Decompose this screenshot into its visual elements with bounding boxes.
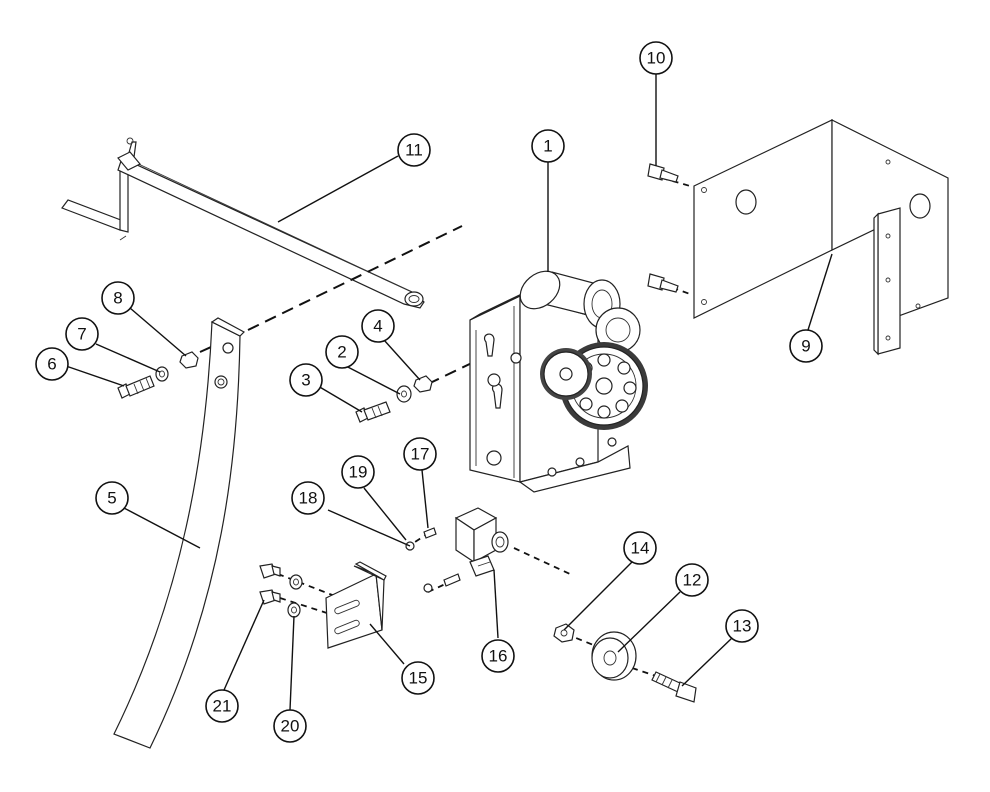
- arm-washer-7: [155, 366, 169, 382]
- svg-text:12: 12: [683, 571, 702, 590]
- roller-wheel-12: [591, 631, 637, 681]
- switch-screw-small: [423, 573, 461, 593]
- svg-text:17: 17: [411, 445, 430, 464]
- svg-text:5: 5: [107, 489, 116, 508]
- crank-handle-shaft: [61, 137, 425, 309]
- callout-18: 18: [291, 481, 325, 515]
- svg-text:20: 20: [281, 717, 300, 736]
- svg-text:11: 11: [405, 141, 423, 160]
- svg-text:6: 6: [47, 355, 56, 374]
- curved-arm-bar: [113, 317, 245, 749]
- callout-1: 1: [531, 129, 565, 163]
- limit-switch: [454, 507, 509, 577]
- svg-text:2: 2: [337, 343, 346, 362]
- gearbox-nut-4: [413, 375, 433, 393]
- callout-8: 8: [101, 281, 135, 315]
- winch-gearbox-assembly: [469, 270, 648, 493]
- callout-2: 2: [325, 335, 359, 369]
- svg-text:19: 19: [349, 463, 368, 482]
- bracket-bolts: [647, 163, 679, 293]
- svg-text:13: 13: [733, 617, 752, 636]
- callout-9: 9: [789, 329, 823, 363]
- svg-text:21: 21: [213, 697, 232, 716]
- svg-text:10: 10: [647, 49, 666, 68]
- svg-text:8: 8: [113, 289, 122, 308]
- svg-text:16: 16: [489, 647, 508, 666]
- svg-text:7: 7: [77, 325, 86, 344]
- callout-4: 4: [361, 309, 395, 343]
- callout-17: 17: [403, 437, 437, 471]
- arm-bolt-6: [117, 375, 155, 399]
- leader-lines: [65, 74, 833, 711]
- gearbox-bolt-3: [355, 401, 391, 423]
- callout-13: 13: [725, 609, 759, 643]
- svg-text:15: 15: [409, 669, 428, 688]
- svg-text:14: 14: [631, 539, 650, 558]
- roller-bolt-13: [651, 671, 697, 703]
- callout-20: 20: [273, 709, 307, 743]
- callout-11: 11: [397, 133, 431, 167]
- switch-bracket: [325, 561, 387, 649]
- mounting-bracket: [693, 119, 949, 356]
- svg-text:4: 4: [373, 317, 382, 336]
- callout-14: 14: [623, 531, 657, 565]
- callout-6: 6: [35, 347, 69, 381]
- callout-16: 16: [481, 639, 515, 673]
- callout-10: 10: [639, 41, 673, 75]
- callout-3: 3: [289, 363, 323, 397]
- gearbox-washer-2: [396, 385, 412, 403]
- roller-nut-14: [553, 623, 575, 643]
- callout-21: 21: [205, 689, 239, 723]
- switch-screw-17: [423, 527, 437, 539]
- callout-7: 7: [65, 317, 99, 351]
- bracket-washer-20: [287, 574, 303, 618]
- arm-nut-8: [179, 351, 199, 369]
- svg-text:1: 1: [543, 137, 552, 156]
- callout-5: 5: [95, 481, 129, 515]
- svg-text:18: 18: [299, 489, 318, 508]
- callout-15: 15: [401, 661, 435, 695]
- svg-text:3: 3: [301, 371, 310, 390]
- bracket-bolt-21: [259, 563, 281, 605]
- svg-text:9: 9: [801, 337, 810, 356]
- callout-19: 19: [341, 455, 375, 489]
- callout-12: 12: [675, 563, 709, 597]
